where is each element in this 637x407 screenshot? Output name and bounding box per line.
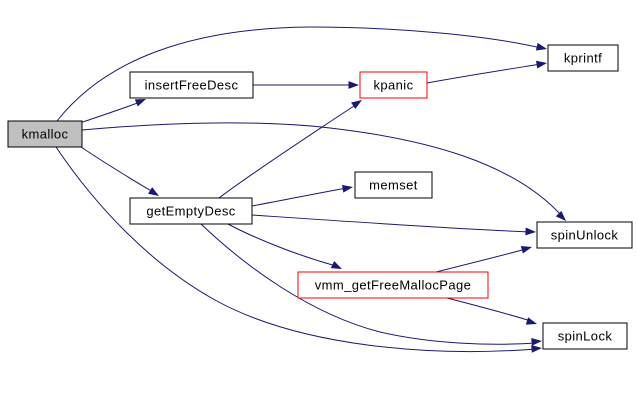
node-getEmptyDesc[interactable]: getEmptyDesc bbox=[129, 197, 253, 225]
node-label: kprintf bbox=[564, 51, 602, 66]
node-memset[interactable]: memset bbox=[354, 171, 433, 199]
node-box bbox=[354, 171, 433, 199]
node-label: insertFreeDesc bbox=[145, 78, 239, 93]
node-box bbox=[297, 271, 489, 299]
edge-line bbox=[79, 101, 141, 124]
edge-kmalloc-to-spinLock bbox=[55, 146, 542, 353]
edge-line bbox=[435, 248, 527, 273]
arrowhead-icon bbox=[535, 42, 547, 51]
edge-insertFreeDesc-to-kpanic bbox=[253, 81, 359, 89]
arrowhead-icon bbox=[520, 245, 532, 254]
node-label: getEmptyDesc bbox=[146, 204, 235, 219]
arrowhead-icon bbox=[134, 99, 146, 107]
edge-kmalloc-to-kprintf bbox=[56, 26, 547, 122]
arrowhead-icon bbox=[531, 345, 542, 353]
arrowhead-icon bbox=[330, 261, 342, 269]
edge-line bbox=[218, 103, 358, 199]
node-spinUnlock[interactable]: spinUnlock bbox=[536, 221, 633, 249]
node-box bbox=[359, 71, 428, 99]
edge-kmalloc-to-spinUnlock bbox=[81, 122, 566, 221]
edge-vmm_getFreeMallocPage-to-spinLock bbox=[446, 297, 537, 325]
node-label: spinUnlock bbox=[551, 228, 619, 243]
node-label: kmalloc bbox=[22, 127, 69, 142]
edge-kpanic-to-kprintf bbox=[426, 60, 547, 84]
node-label: spinLock bbox=[558, 329, 613, 344]
edge-line bbox=[81, 122, 562, 216]
edge-line bbox=[446, 297, 532, 322]
edge-line bbox=[55, 146, 537, 352]
node-label: memset bbox=[369, 178, 418, 193]
edge-getEmptyDesc-to-spinUnlock bbox=[251, 214, 536, 236]
edge-getEmptyDesc-to-memset bbox=[251, 184, 353, 207]
arrowhead-icon bbox=[525, 227, 536, 236]
node-box bbox=[542, 322, 628, 350]
edge-line bbox=[56, 26, 542, 122]
node-kmalloc: kmalloc bbox=[7, 120, 83, 148]
edge-getEmptyDesc-to-vmm_getFreeMallocPage bbox=[227, 223, 342, 269]
edge-vmm_getFreeMallocPage-to-spinUnlock bbox=[435, 245, 532, 273]
arrowhead-icon bbox=[555, 210, 566, 221]
edge-getEmptyDesc-to-kpanic bbox=[218, 100, 362, 199]
node-box bbox=[129, 197, 253, 225]
edge-line bbox=[426, 63, 542, 84]
node-insertFreeDesc[interactable]: insertFreeDesc bbox=[129, 71, 254, 99]
arrowhead-icon bbox=[536, 60, 547, 69]
node-kpanic[interactable]: kpanic bbox=[359, 71, 428, 99]
edge-line bbox=[200, 223, 537, 345]
edge-kmalloc-to-getEmptyDesc bbox=[80, 146, 159, 196]
node-box bbox=[547, 44, 619, 72]
node-box bbox=[536, 221, 633, 249]
edge-kmalloc-to-insertFreeDesc bbox=[79, 99, 146, 124]
node-vmm_getFreeMallocPage[interactable]: vmm_getFreeMallocPage bbox=[297, 271, 489, 299]
arrowhead-icon bbox=[351, 100, 362, 109]
arrowhead-icon bbox=[348, 81, 359, 89]
node-box bbox=[129, 71, 254, 99]
edge-line bbox=[80, 146, 154, 193]
node-kprintf[interactable]: kprintf bbox=[547, 44, 619, 72]
node-label: kpanic bbox=[374, 78, 414, 93]
edge-getEmptyDesc-to-spinLock bbox=[200, 223, 542, 346]
node-spinLock[interactable]: spinLock bbox=[542, 322, 628, 350]
edge-line bbox=[227, 223, 337, 267]
arrowhead-icon bbox=[341, 184, 353, 193]
node-label: vmm_getFreeMallocPage bbox=[315, 278, 472, 293]
arrowhead-icon bbox=[525, 317, 537, 325]
arrowhead-icon bbox=[148, 187, 159, 196]
node-box bbox=[7, 120, 83, 148]
edge-line bbox=[251, 214, 531, 233]
arrowhead-icon bbox=[531, 338, 542, 346]
edge-line bbox=[251, 187, 348, 207]
